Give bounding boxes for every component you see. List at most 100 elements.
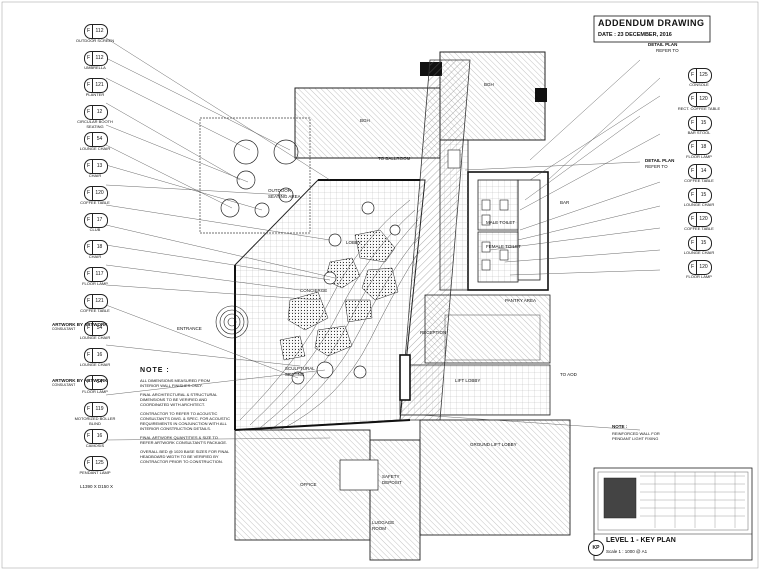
note-item: ALL DIMENSIONS MEASURED FROM INTERIOR WA… (140, 378, 211, 388)
note-item: FINAL ARCHITECTURAL & STRUCTURAL DIMENSI… (140, 392, 218, 407)
key-plan-scale: Scale 1 : 1000 @ A1 (606, 549, 648, 554)
tag-number: 125 (95, 460, 104, 466)
tag-label: BAR STOOL (687, 130, 711, 135)
tag-label: LOUNGE CHAIR (79, 146, 111, 151)
tag-number: 12 (96, 109, 103, 115)
tag-number: 121 (95, 82, 104, 88)
label-bgh-2: BGH (484, 82, 494, 87)
tag-number: 112 (95, 28, 104, 34)
key-plan-badge: KP (588, 540, 604, 556)
label-sculpture: SCULPTURAL SEATING (285, 366, 315, 377)
detail-plan-label-1: DETAIL PLAN (648, 42, 678, 47)
refer-to-label-2: REFER TO (645, 164, 668, 169)
tag-code: F (689, 237, 697, 250)
right-note-text: REINFORCED WALL FOR PENDANT LIGHT FIXING (612, 431, 660, 441)
tag-label: FLOOR LAMP (82, 389, 108, 394)
tag-code: F (85, 430, 93, 443)
tag-code: F (85, 403, 93, 416)
tag-code: F (85, 160, 93, 173)
title-block: ADDENDUM DRAWING DATE : 23 DECEMBER, 201… (598, 18, 708, 56)
lobby-floor (234, 179, 426, 431)
tag-label: OUTDOOR SCREEN (75, 38, 115, 43)
tag-number: 15 (700, 120, 707, 126)
tag-label: CHAIR (88, 254, 102, 259)
tag-code: F (85, 133, 93, 146)
note-item: OVERALL BED @ 1020 BASE SIZES FOR FINAL … (140, 449, 230, 464)
drawing-title: ADDENDUM DRAWING (598, 18, 705, 28)
tag-label: LOUNGE CHAIR (79, 362, 111, 367)
tag-number: 121 (95, 298, 104, 304)
tag-label: COFFEE TABLE (684, 226, 714, 231)
tag-code: F (85, 376, 93, 389)
outdoor-furniture (220, 139, 299, 218)
tag-label: COFFEE TABLE (684, 178, 714, 183)
tag-code: F (689, 69, 697, 82)
key-plan-title: LEVEL 1 - KEY PLAN (606, 537, 676, 544)
label-pantry: PANTRY AREA (505, 298, 537, 303)
artwork-callout-sub: CONSULTANT (52, 327, 76, 331)
tag-code: F (85, 349, 93, 362)
tag-code: F (85, 295, 93, 308)
bgh-block-1 (294, 87, 441, 159)
label-to-aod: TO AOD (560, 372, 577, 377)
label-safety: SAFETY DEPOSIT (382, 474, 402, 485)
tag-number: 112 (95, 55, 104, 61)
tag-number: 15 (700, 192, 707, 198)
label-male-toilet: MALE TOILET (486, 220, 516, 225)
tag-label: FLOOR LAMP (82, 281, 108, 286)
outdoor-seating-area (199, 117, 311, 234)
tag-code: F (85, 322, 93, 335)
label-lift-lobby: LIFT LOBBY (455, 378, 481, 383)
label-female-toilet: FEMALE TOILET (486, 244, 521, 249)
lift-lobby-band (424, 294, 551, 364)
tag-code: F (689, 165, 697, 178)
tag-label: CLUB (89, 227, 101, 232)
tag-code: F (85, 187, 93, 200)
tag-code: F (689, 213, 697, 226)
label-concierge: CONCIERGE (300, 288, 328, 293)
tag-number: 119 (95, 406, 104, 412)
label-bar: BAR (560, 200, 570, 205)
tag-label: CONSOLE (689, 82, 709, 87)
drawing-date: DATE : 23 DECEMBER, 2016 (598, 32, 672, 38)
label-outdoor-seating: OUTDOOR SEATING AREA (268, 188, 301, 199)
tag-number: 18 (700, 144, 707, 150)
tag-label: COFFEE TABLE (80, 308, 110, 313)
label-ground-lift-lobby: GROUND LIFT LOBBY (470, 442, 517, 447)
key-plan-highlight (603, 477, 637, 519)
tag-label: FLOOR LAMP (686, 274, 712, 279)
tag-number: 120 (95, 190, 104, 196)
tag-code: F (85, 214, 93, 227)
key-plan-frame (593, 467, 753, 561)
pendant-dimensions: L1390 X D150 X (80, 484, 114, 489)
note-item: CONTRACTOR TO REFER TO ACOUSTIC CONSULTA… (140, 411, 230, 431)
label-entrance: ENTRANCE (177, 326, 202, 331)
detail-plan-label-2: DETAIL PLAN (645, 158, 675, 163)
label-luggage: LUGGAGE ROOM (372, 520, 395, 531)
note-item: FINAL ARTWORK QUANTITIES & SIZE TO REFER… (140, 435, 228, 445)
tag-number: 54 (96, 325, 103, 331)
tag-code: F (85, 268, 93, 281)
tag-number: 54 (96, 379, 103, 385)
artwork-callout-1: ARTWORK BY ARTWORK CONSULTANT (52, 322, 108, 331)
tag-number: 18 (96, 244, 103, 250)
tag-label: UMBRELLA (84, 65, 106, 70)
